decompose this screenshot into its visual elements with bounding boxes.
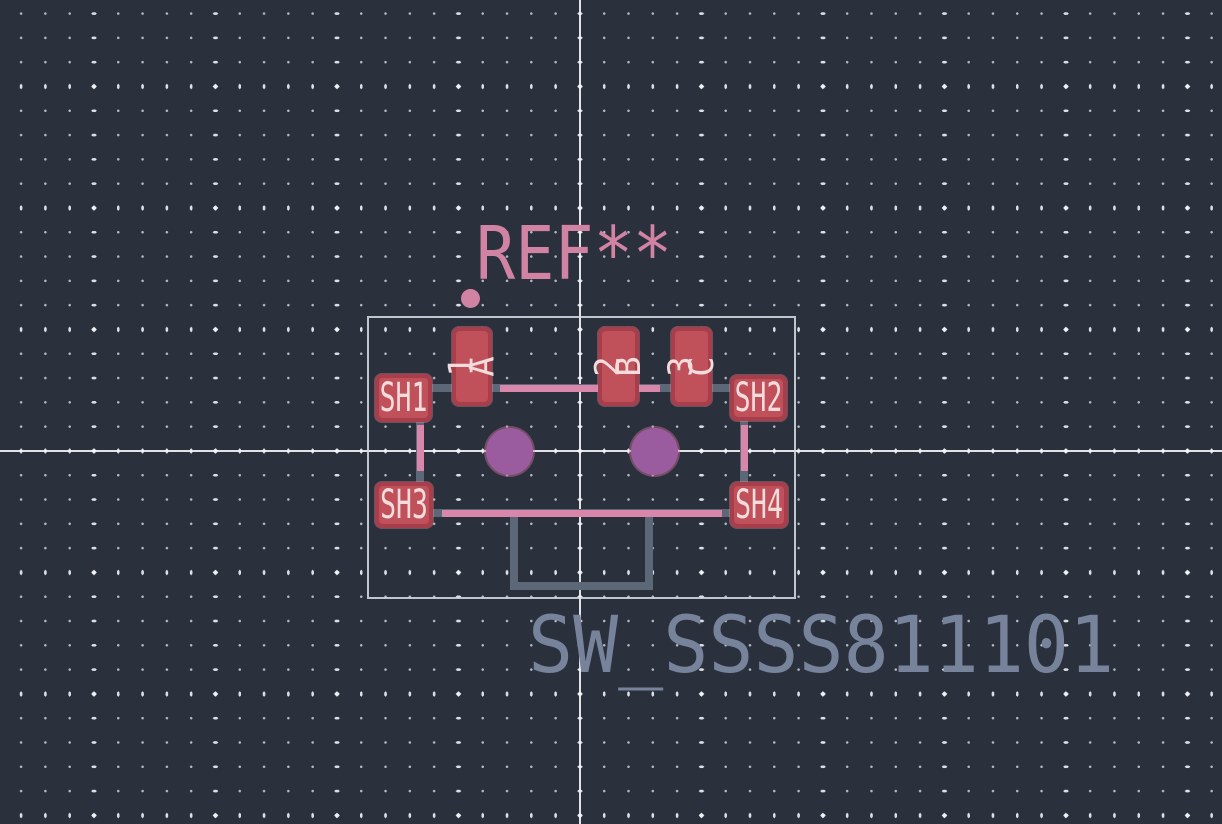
pad-sh2-surface [734,379,783,417]
pad-2-label: 2 B [579,346,658,387]
silk-line-left-vertical[interactable] [417,425,424,471]
pad-3-label: 3 C [652,346,731,387]
pad-3[interactable]: 3 C [661,327,722,406]
pad-sh2-label: SH2 [734,375,783,421]
pad-sh2[interactable]: SH2 [730,375,787,421]
pad-1-surface [456,331,488,402]
pad-sh3-surface [379,486,429,524]
npth-hole-right[interactable] [631,428,678,475]
npth-hole-left[interactable] [486,428,533,475]
reference-anchor-dot[interactable] [461,289,480,308]
crosshair-horizontal-line [0,450,1222,452]
pad-sh3[interactable]: SH3 [375,482,433,528]
value-text[interactable]: SW_SSSS811101 [528,601,1115,691]
pad-2-surface [602,331,635,402]
fab-u-bottom[interactable] [510,582,653,590]
silk-line-right-vertical[interactable] [741,425,748,471]
silk-line-top[interactable] [500,385,660,392]
courtyard-outline[interactable] [367,316,796,599]
pad-sh4[interactable]: SH4 [730,482,788,528]
pad-sh3-label: SH3 [380,482,428,528]
silk-line-bottom[interactable] [442,510,722,517]
pad-pin-name-label: C [681,356,722,377]
pad-sh1-surface [379,378,428,418]
pad-pin-name-label: B [608,356,649,377]
pad-sh1-label: SH1 [379,375,428,421]
fab-u-right-vertical[interactable] [645,512,653,590]
pad-sh1[interactable]: SH1 [375,374,432,422]
reference-text[interactable]: REF** [476,211,673,297]
pad-sh4-label: SH4 [735,482,783,528]
pad-3-surface [675,331,708,402]
pad-1[interactable]: 1 A [441,327,502,406]
pad-2[interactable]: 2 B [588,327,649,406]
pad-sh4-surface [734,486,784,524]
fab-u-left-vertical[interactable] [510,512,518,590]
crosshair-vertical-line [579,0,581,824]
pad-1-label: 1 A [433,347,512,387]
pad-pin-name-label: A [462,356,502,377]
